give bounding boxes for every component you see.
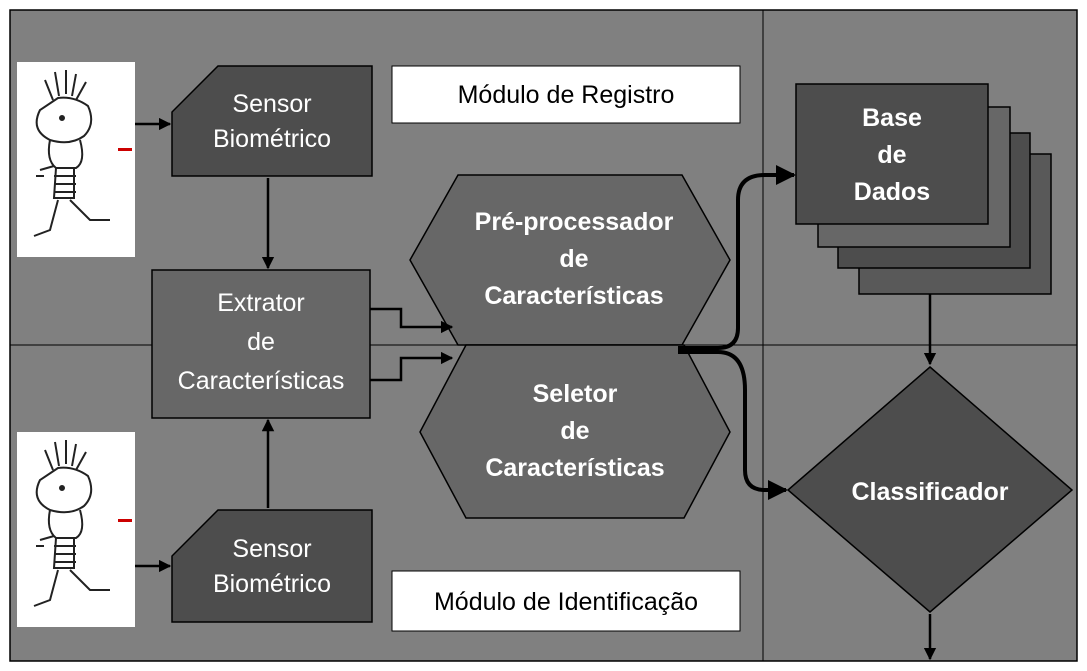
edges (135, 117, 937, 661)
database-label-2: de (877, 141, 906, 169)
edge-extractor-to-preprocessor (370, 307, 454, 334)
preprocessor-label-1: Pré-processador (475, 208, 674, 236)
extractor-node: Extrator de Características (151, 269, 371, 419)
edge-extractor-to-selector (370, 351, 454, 382)
extractor-label-1: Extrator (217, 289, 305, 317)
registration-module-label: Módulo de Registro (458, 81, 675, 109)
edge-processors-to-classifier (678, 350, 788, 500)
classifier-node: Classificador (786, 366, 1074, 613)
database-label-1: Base (862, 104, 922, 132)
extractor-label-3: Características (178, 367, 345, 395)
user-image-bottom (17, 432, 135, 627)
preprocessor-node: Pré-processador de Características (409, 174, 731, 346)
identification-module-box: Módulo de Identificação (391, 570, 741, 632)
user-image-top (17, 62, 135, 257)
sensor-bottom-node: Sensor Biométrico (171, 509, 373, 623)
sensor-top-node: Sensor Biométrico (171, 65, 373, 177)
sensor-bottom-label-2: Biométrico (213, 570, 331, 598)
database-node: Base de Dados (795, 83, 1052, 295)
database-label-3: Dados (854, 178, 930, 206)
classifier-label: Classificador (851, 478, 1008, 506)
selector-node: Seletor de Características (419, 344, 731, 519)
selector-label-2: de (560, 417, 589, 445)
selector-label-3: Características (485, 454, 664, 482)
sensor-bottom-label-1: Sensor (232, 535, 311, 563)
extractor-label-2: de (247, 328, 275, 356)
selector-label-1: Seletor (533, 380, 618, 408)
preprocessor-label-3: Características (484, 282, 663, 310)
registration-module-box: Módulo de Registro (391, 65, 741, 124)
identification-module-label: Módulo de Identificação (434, 588, 698, 616)
edge-processors-to-database (678, 165, 796, 350)
preprocessor-label-2: de (559, 245, 588, 273)
sensor-top-label-2: Biométrico (213, 125, 331, 153)
sensor-top-label-1: Sensor (232, 90, 311, 118)
